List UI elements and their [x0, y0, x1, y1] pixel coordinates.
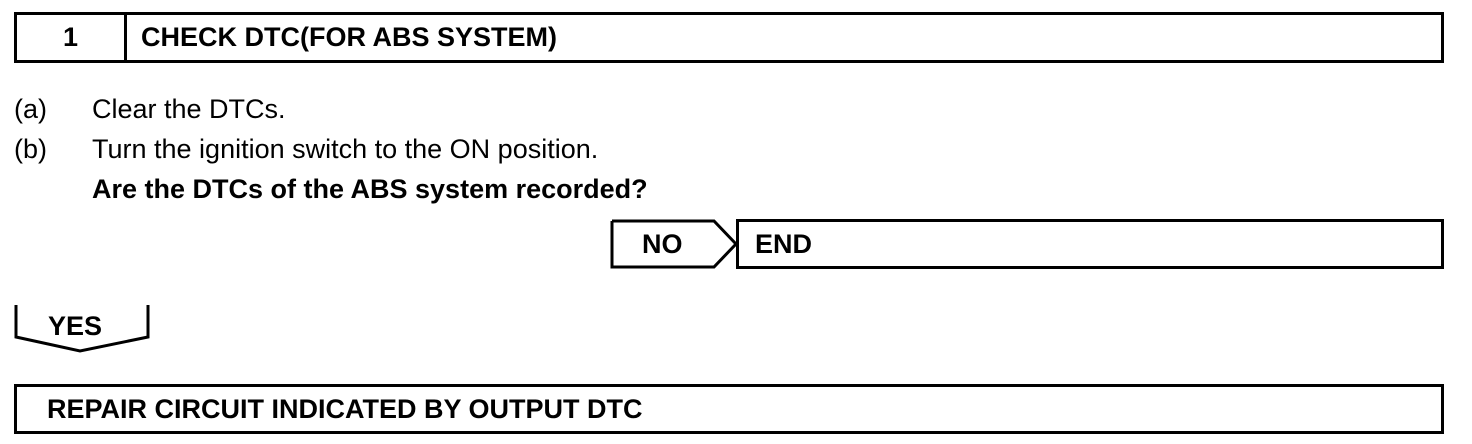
no-arrow-shape: [610, 219, 739, 269]
instruction-a-text: Clear the DTCs.: [92, 94, 286, 124]
instruction-b: (b) Turn the ignition switch to the ON p…: [14, 134, 598, 165]
no-branch-arrow: NO: [610, 219, 740, 269]
step-number: 1: [17, 15, 127, 60]
instruction-a-label: (a): [14, 94, 47, 124]
check-question: Are the DTCs of the ABS system recorded?: [92, 174, 648, 204]
no-label: NO: [642, 229, 683, 259]
instruction-b-label: (b): [14, 134, 47, 164]
yes-label: YES: [48, 311, 103, 341]
repair-action-box: REPAIR CIRCUIT INDICATED BY OUTPUT DTC: [14, 384, 1444, 434]
instruction-a: (a) Clear the DTCs.: [14, 94, 286, 125]
instruction-b-text: Turn the ignition switch to the ON posit…: [92, 134, 599, 164]
yes-branch-arrow: YES: [14, 303, 150, 353]
end-result-box: END: [736, 219, 1444, 269]
yes-arrow-shape: [14, 305, 150, 353]
step-header: 1 CHECK DTC(FOR ABS SYSTEM): [14, 12, 1444, 63]
step-title: CHECK DTC(FOR ABS SYSTEM): [141, 22, 557, 52]
